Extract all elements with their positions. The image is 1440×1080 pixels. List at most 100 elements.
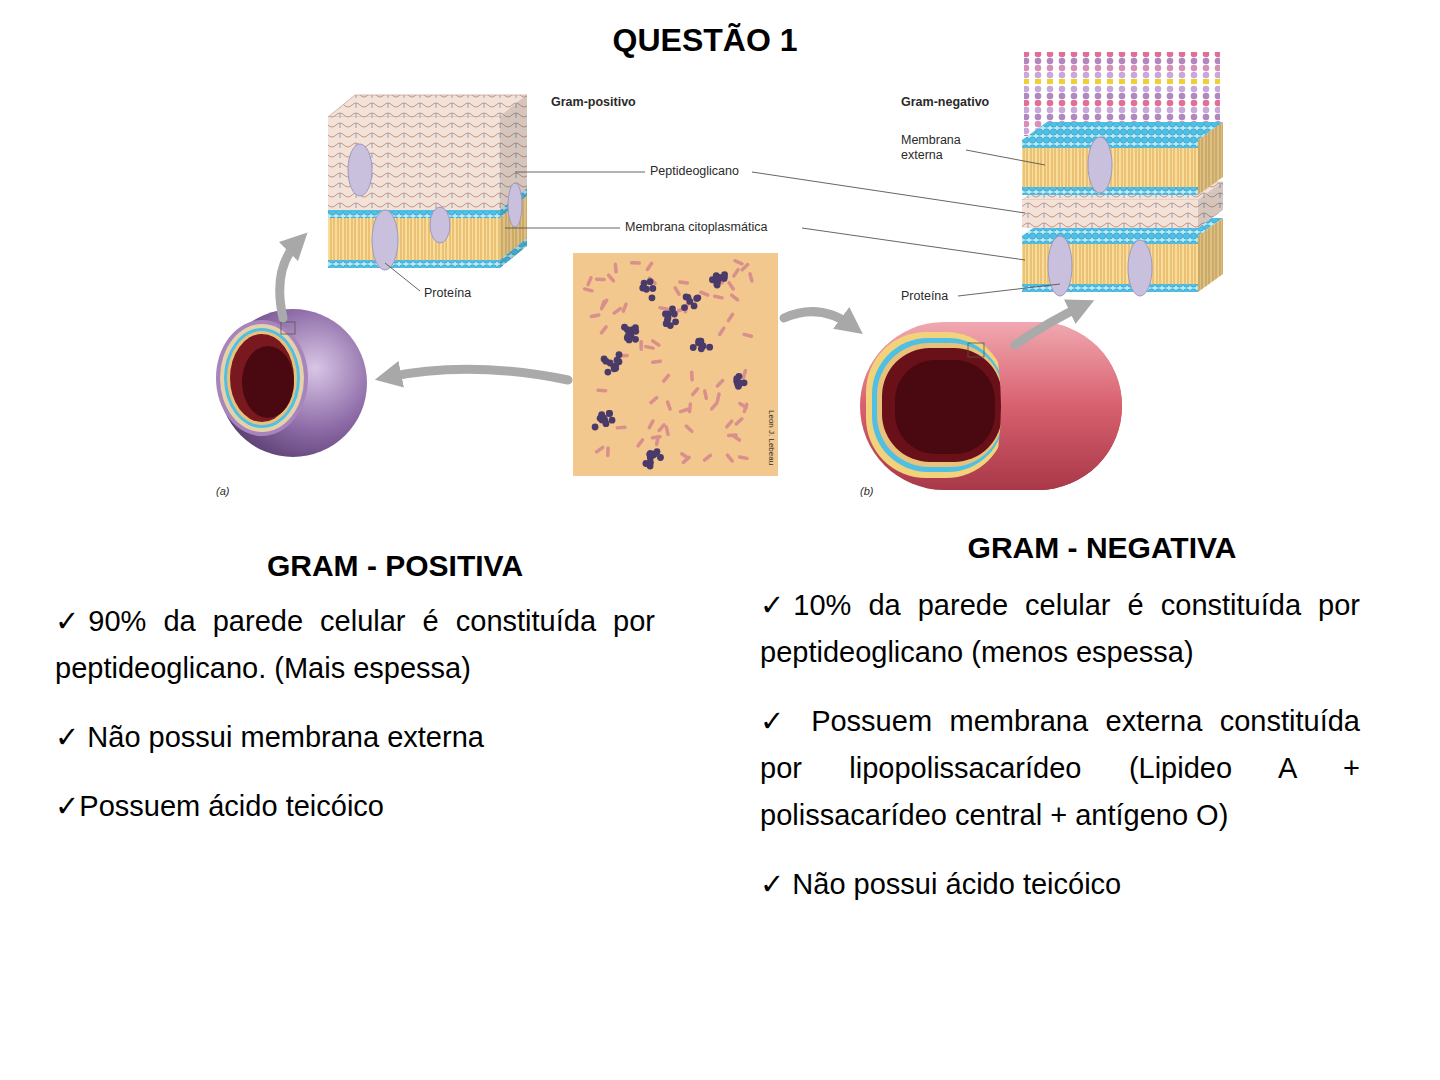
coccus-bacterium (690, 344, 697, 351)
rod-bacterium (724, 419, 734, 430)
rod-bacterium (733, 258, 744, 266)
rod-bacterium (742, 332, 754, 338)
rod-bacterium (725, 453, 735, 464)
coccus-bacterium (736, 380, 743, 387)
rod-bacterium (726, 312, 735, 323)
rod-bacterium (621, 302, 628, 314)
panel-heading: Gram-positivo (551, 95, 636, 110)
rod-bacterium (599, 299, 606, 311)
photo-credit: Leon J. Lebeau (766, 410, 776, 465)
coccus-bacterium (606, 410, 613, 417)
coccus-bacterium (646, 451, 653, 458)
panel-letter: (b) (860, 485, 873, 498)
rod-bacterium (599, 325, 609, 336)
bullet-item: ✓10% da parede celular é constituída por… (760, 582, 1360, 676)
rod-bacterium (665, 400, 672, 412)
part-label: Proteína (424, 286, 471, 301)
rod-bacterium (645, 261, 654, 272)
coccus-bacterium (713, 275, 720, 282)
rod-bacterium (651, 359, 662, 364)
rod-bacterium (595, 277, 606, 281)
rod-bacterium (658, 306, 669, 311)
coccus-bacterium (736, 381, 743, 388)
rod-bacterium (589, 313, 600, 318)
coccus-bacterium (683, 294, 690, 301)
coccus-bacterium (647, 278, 654, 285)
coccus-bacterium (625, 333, 632, 340)
coccus-bacterium (606, 410, 613, 417)
gram-stain-micrograph (573, 253, 778, 476)
rod-bacterium (717, 326, 726, 337)
coccus-bacterium (649, 285, 656, 292)
rod-bacterium (731, 267, 740, 278)
part-label: Membrana externa (901, 133, 967, 163)
coccus-bacterium (624, 326, 631, 333)
process-arrows (280, 242, 1082, 380)
rod-bacterium (729, 293, 740, 303)
rod-bacterium (731, 433, 742, 442)
rod-bacterium (702, 453, 713, 463)
rod-bacterium (673, 285, 682, 296)
rod-bacterium (678, 280, 689, 285)
rod-bacterium (615, 425, 626, 429)
coccus-bacterium (662, 311, 669, 318)
part-label: Peptideoglicano (650, 164, 739, 179)
rod-bacterium (655, 435, 661, 446)
part-label: Membrana citoplasmática (625, 220, 767, 235)
rod-bacterium (713, 294, 724, 300)
rod-bacterium (664, 425, 670, 437)
gram-negative-cell (860, 322, 1122, 490)
rod-bacterium (630, 261, 641, 265)
coccus-bacterium (714, 282, 721, 289)
column-heading: GRAM - POSITIVA (195, 548, 595, 584)
rod-bacterium (727, 280, 736, 291)
coccus-bacterium (605, 369, 612, 376)
coccus-bacterium (609, 417, 616, 424)
bullet-item: ✓90% da parede celular é constituída por… (55, 598, 655, 692)
rod-bacterium (734, 416, 744, 426)
rod-bacterium (612, 306, 623, 315)
rod-bacterium (657, 422, 667, 433)
gram-negative-wall (1022, 52, 1223, 296)
rod-bacterium (606, 446, 610, 457)
rod-bacterium (596, 388, 607, 392)
panel-heading: Gram-negativo (901, 95, 989, 110)
rod-bacterium (583, 287, 595, 293)
bullet-item: ✓ Não possui ácido teicóico (760, 861, 1360, 908)
rod-bacterium (681, 455, 692, 465)
rod-bacterium (649, 395, 660, 405)
coccus-bacterium (632, 336, 639, 343)
rod-bacterium (647, 276, 658, 286)
gram-positive-wall (328, 95, 527, 270)
rod-bacterium (606, 273, 616, 284)
coccus-bacterium (672, 318, 679, 325)
coccus-bacterium (664, 317, 671, 324)
bullet-column: ✓90% da parede celular é constituída por… (55, 598, 655, 852)
coccus-bacterium (649, 294, 656, 301)
rod-bacterium (738, 455, 749, 460)
coccus-bacterium (695, 338, 702, 345)
coccus-bacterium (603, 420, 610, 427)
rod-bacterium (647, 419, 655, 430)
bullet-item: ✓ Possuem membrana externa constituída p… (760, 698, 1360, 839)
rod-bacterium (690, 386, 700, 397)
column-heading: GRAM - NEGATIVA (902, 530, 1302, 566)
coccus-bacterium (691, 303, 698, 310)
bullet-item: ✓Possuem ácido teicóico (55, 783, 655, 830)
rod-bacterium (586, 275, 594, 286)
coccus-bacterium (671, 311, 678, 318)
coccus-bacterium (657, 454, 664, 461)
rod-bacterium (636, 438, 645, 449)
rod-bacterium (684, 424, 694, 434)
coccus-bacterium (706, 344, 713, 351)
rod-bacterium (594, 445, 605, 454)
rod-bacterium (650, 338, 661, 347)
coccus-bacterium (614, 357, 621, 364)
coccus-bacterium (643, 460, 650, 467)
coccus-bacterium (693, 295, 700, 302)
coccus-bacterium (612, 365, 619, 372)
bullet-item: ✓ Não possui membrana externa (55, 714, 655, 761)
rod-bacterium (690, 370, 694, 381)
coccus-bacterium (592, 424, 599, 431)
